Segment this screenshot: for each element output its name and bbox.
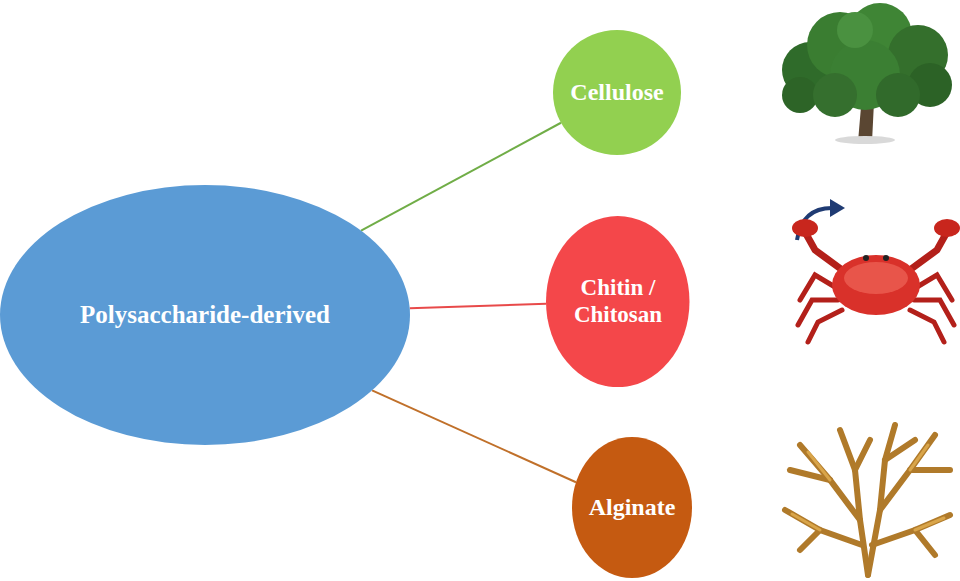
crab-body <box>792 219 960 315</box>
ellipse-fill <box>553 30 681 155</box>
ellipse-fill <box>572 437 692 578</box>
ellipse-outline <box>546 216 690 387</box>
tree-illustration <box>782 3 952 144</box>
connector-stroke <box>361 123 561 231</box>
ellipse-node: Alginate <box>572 437 692 578</box>
connector-stroke <box>372 390 576 482</box>
node-label: Polysaccharide-derived <box>80 300 330 330</box>
ellipse-node: Cellulose <box>553 30 681 155</box>
ellipse-fill <box>546 216 690 387</box>
ellipse-fill <box>0 185 410 445</box>
connector-line <box>361 123 561 231</box>
crab-illustration <box>798 232 954 342</box>
seaweed-shading <box>792 445 944 530</box>
node-label: Chitin / Chitosan <box>558 274 678 329</box>
ellipse-node: Chitin / Chitosan <box>546 216 690 387</box>
connector-stroke <box>410 304 547 308</box>
node-label: Cellulose <box>570 78 663 107</box>
ellipse-node: Polysaccharide-derived <box>0 185 410 445</box>
connector-line <box>372 390 576 482</box>
node-label: Alginate <box>589 493 676 522</box>
seaweed-illustration <box>785 425 950 575</box>
connector-line <box>410 304 547 308</box>
